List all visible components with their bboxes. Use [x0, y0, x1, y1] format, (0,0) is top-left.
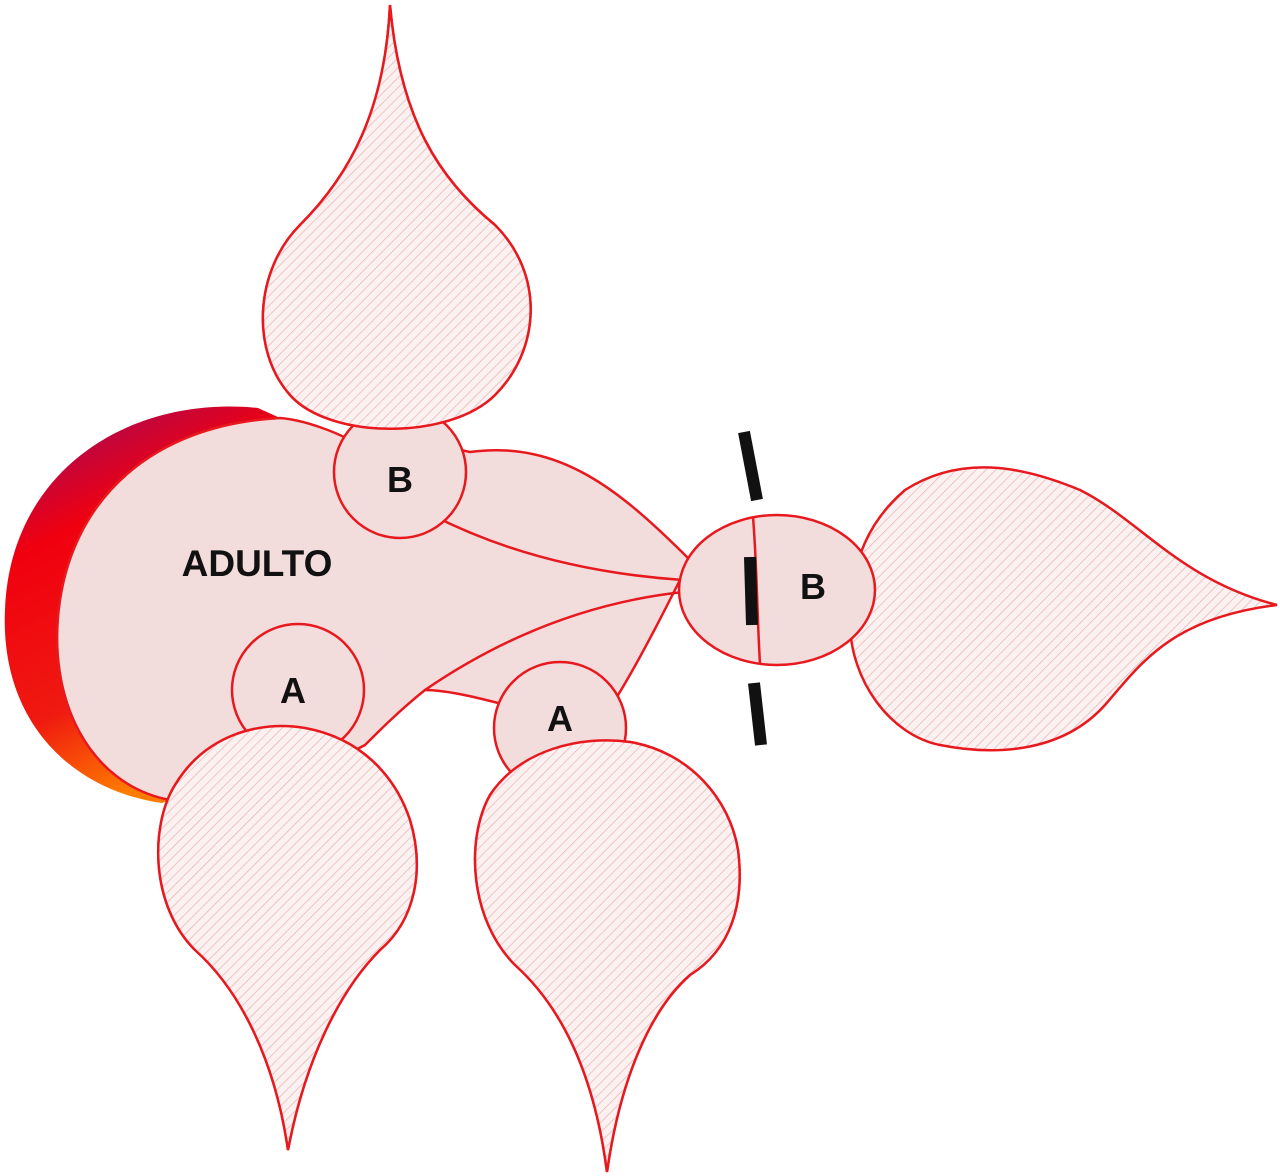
- cut-mark-bottom: [748, 682, 767, 746]
- label-node-a-left: A: [280, 670, 306, 711]
- label-adulto: ADULTO: [182, 543, 333, 584]
- bud-top-overlay: [261, 4, 532, 430]
- cut-mark-top: [738, 430, 763, 502]
- adult-rim-crescent: [4, 406, 280, 803]
- node-b-right: [677, 513, 877, 667]
- bud-bottom-right-overlay: [473, 739, 741, 1173]
- label-node-b-upper: B: [387, 459, 413, 500]
- label-node-a-right: A: [547, 698, 573, 739]
- bud-right: [848, 466, 1278, 752]
- cut-mark-middle: [744, 556, 758, 626]
- bud-bottom-left-overlay: [156, 724, 418, 1151]
- strand-lower: [424, 590, 684, 692]
- strand-upper: [431, 513, 684, 582]
- label-node-b-right: B: [800, 566, 826, 607]
